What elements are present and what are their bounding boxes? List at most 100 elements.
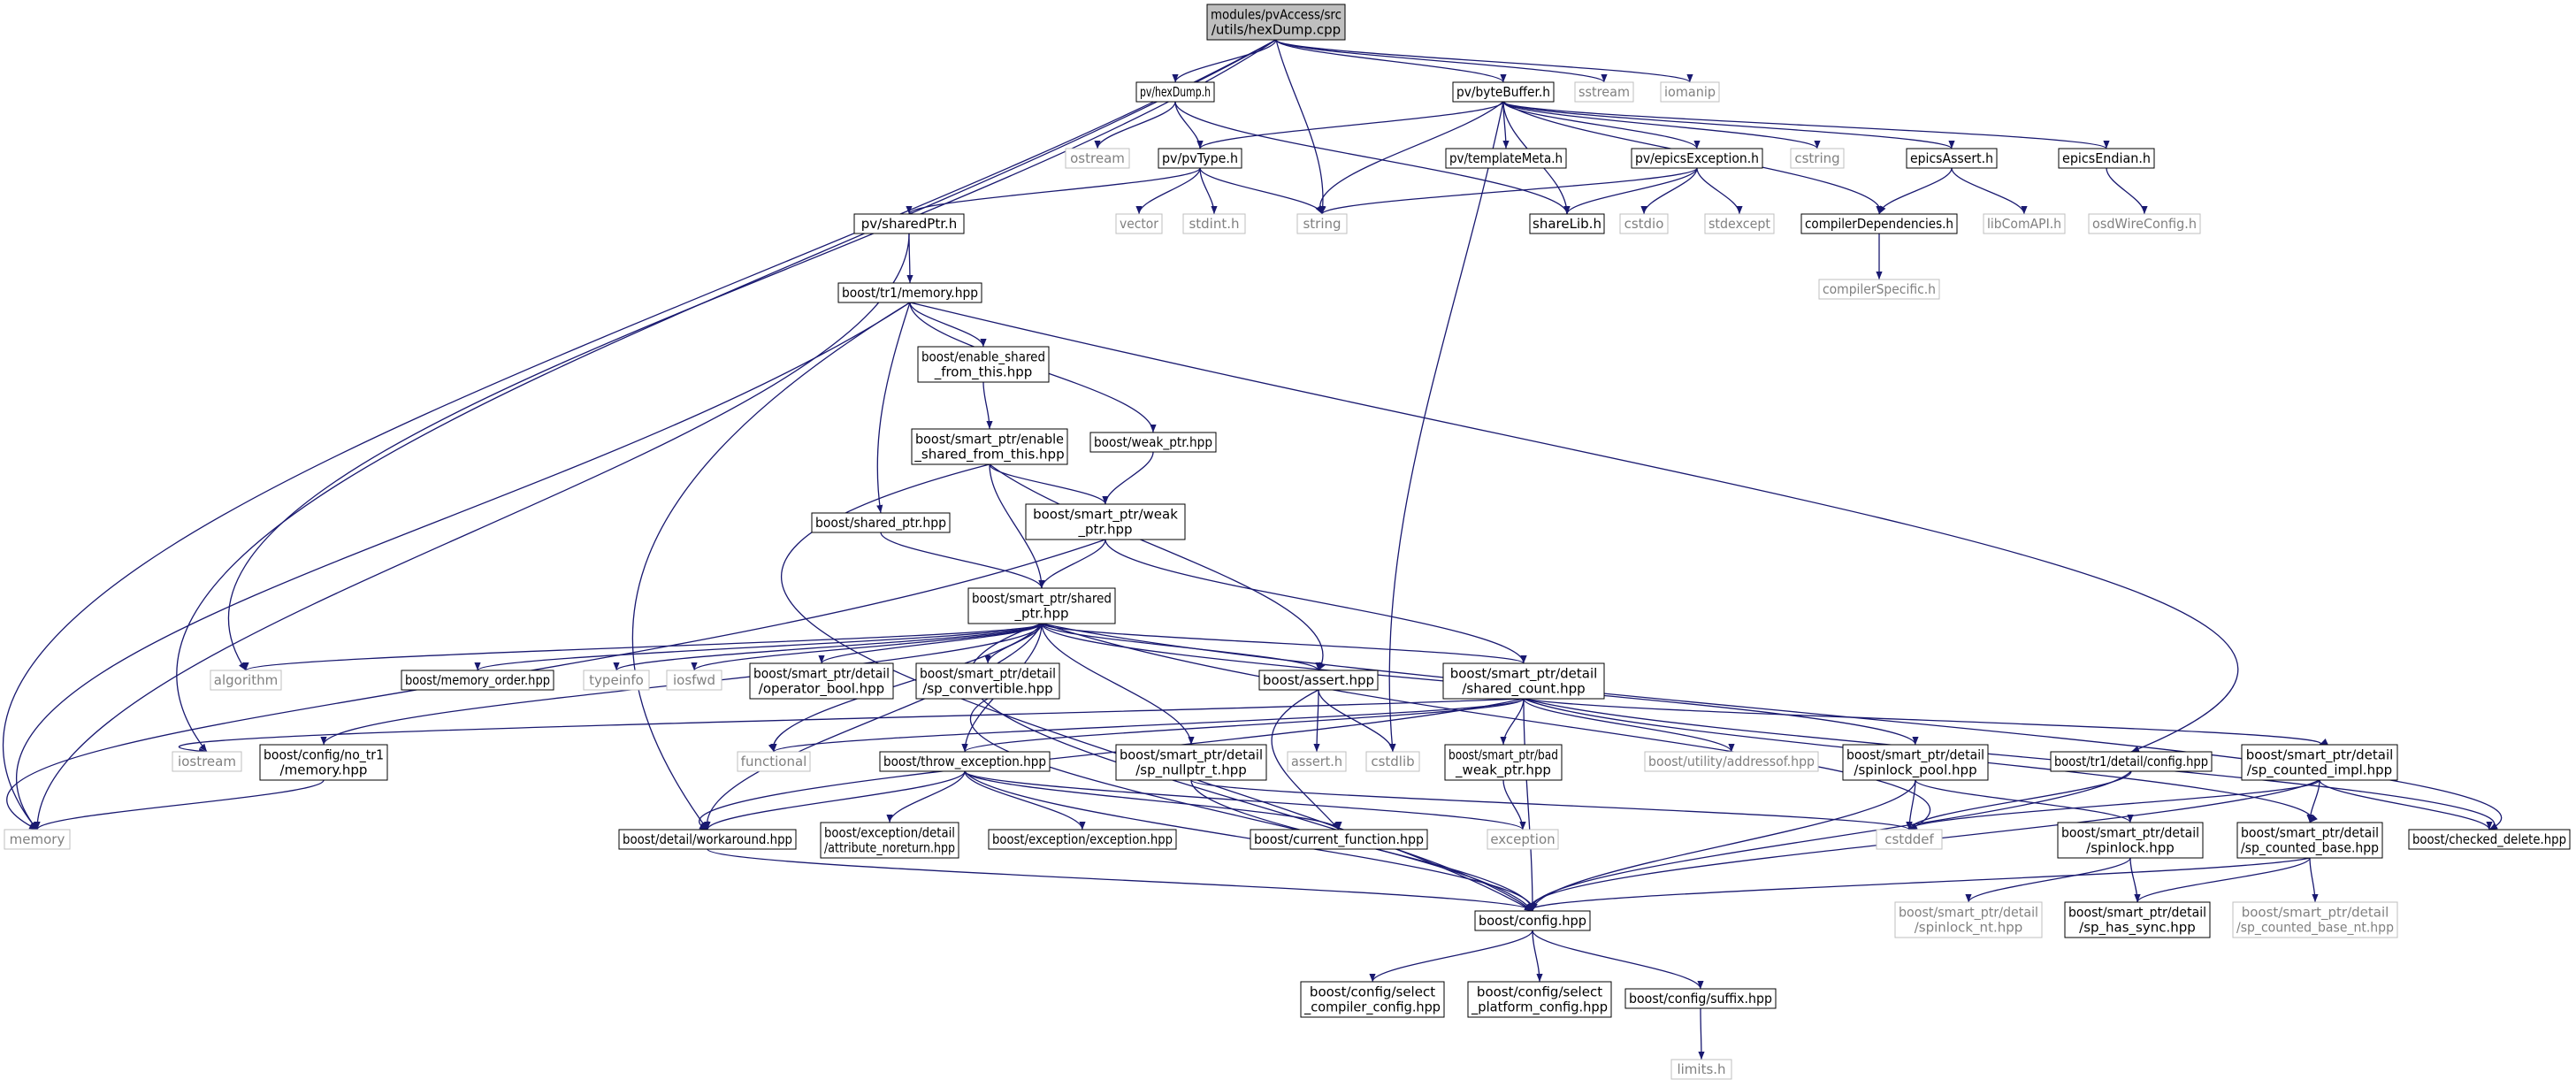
node-box[interactable] xyxy=(879,751,1051,772)
node-n54[interactable]: boost/current_function.hpp xyxy=(1250,829,1428,850)
node-n35[interactable]: boost/smart_ptr/detail/sp_convertible.hp… xyxy=(915,662,1060,700)
node-box[interactable] xyxy=(2050,751,2213,772)
node-box[interactable] xyxy=(1300,981,1445,1018)
node-n31[interactable]: boost/memory_order.hpp xyxy=(401,670,554,691)
node-n41[interactable]: boost/throw_exception.hpp xyxy=(879,751,1051,772)
node-box[interactable] xyxy=(618,829,797,850)
node-box[interactable] xyxy=(915,662,1060,700)
node-label: boost/detail/workaround.hpp xyxy=(623,831,792,847)
node-box[interactable] xyxy=(911,428,1068,465)
edge-n48-n60 xyxy=(1526,770,2132,912)
node-box[interactable] xyxy=(2057,822,2204,859)
node-n0[interactable]: modules/pvAccess/src/utils/hexDump.cpp xyxy=(1206,4,1346,41)
node-box[interactable] xyxy=(1089,432,1217,453)
node-label: _weak_ptr.hpp xyxy=(1455,762,1551,779)
node-n25[interactable]: boost/smart_ptr/enable_shared_from_this.… xyxy=(911,428,1068,465)
node-n58[interactable]: boost/smart_ptr/detail/sp_counted_base.h… xyxy=(2236,822,2383,859)
node-n24[interactable]: boost/enable_shared_from_this.hpp xyxy=(917,346,1050,383)
node-box[interactable] xyxy=(1206,4,1346,41)
node-label: _ptr.hpp xyxy=(1077,522,1132,539)
node-box[interactable] xyxy=(259,744,388,781)
node-box[interactable] xyxy=(1445,148,1567,169)
node-box[interactable] xyxy=(1444,744,1563,781)
node-n29[interactable]: boost/smart_ptr/shared_ptr.hpp xyxy=(967,587,1116,624)
node-n57[interactable]: boost/smart_ptr/detail/spinlock.hpp xyxy=(2057,822,2204,859)
node-box[interactable] xyxy=(1529,213,1605,234)
node-n59[interactable]: boost/checked_delete.hpp xyxy=(2408,829,2571,850)
node-n49[interactable]: boost/smart_ptr/detail/sp_counted_impl.h… xyxy=(2241,744,2398,781)
node-n10[interactable]: epicsAssert.h xyxy=(1906,148,1998,169)
node-box[interactable] xyxy=(2064,901,2211,938)
node-box[interactable] xyxy=(1025,503,1186,540)
node-n11[interactable]: epicsEndian.h xyxy=(2058,148,2155,169)
node-box[interactable] xyxy=(811,512,951,533)
edge-n41-n53 xyxy=(964,770,1086,831)
node-box[interactable] xyxy=(1906,148,1998,169)
node-box[interactable] xyxy=(1452,81,1555,103)
node-box[interactable] xyxy=(1250,829,1428,850)
node-n45[interactable]: boost/smart_ptr/bad_weak_ptr.hpp xyxy=(1444,744,1563,781)
node-box[interactable] xyxy=(967,587,1116,624)
node-n27[interactable]: boost/shared_ptr.hpp xyxy=(811,512,951,533)
node-box[interactable] xyxy=(1158,148,1242,169)
node-n7[interactable]: pv/templateMeta.h xyxy=(1445,148,1567,169)
node-box[interactable] xyxy=(1258,670,1379,691)
node-box[interactable] xyxy=(853,213,965,234)
node-box[interactable] xyxy=(988,829,1177,850)
node-n51[interactable]: boost/detail/workaround.hpp xyxy=(618,829,797,850)
node-box[interactable] xyxy=(1624,988,1777,1009)
node-box[interactable] xyxy=(1800,213,1958,234)
node-box[interactable] xyxy=(1442,662,1605,700)
node-box[interactable] xyxy=(2058,148,2155,169)
node-n8[interactable]: pv/epicsException.h xyxy=(1631,148,1763,169)
node-n12[interactable]: pv/sharedPtr.h xyxy=(853,213,965,234)
node-n65[interactable]: boost/config/select_platform_config.hpp xyxy=(1467,981,1612,1018)
node-box[interactable] xyxy=(401,670,554,691)
node-n53[interactable]: boost/exception/exception.hpp xyxy=(988,829,1177,850)
node-n64[interactable]: boost/config/select_compiler_config.hpp xyxy=(1300,981,1445,1018)
node-box[interactable] xyxy=(1135,81,1215,103)
node-n37[interactable]: boost/smart_ptr/detail/shared_count.hpp xyxy=(1442,662,1605,700)
node-box[interactable] xyxy=(2241,744,2398,781)
node-label: modules/pvAccess/src xyxy=(1211,7,1342,23)
node-n36[interactable]: boost/assert.hpp xyxy=(1258,670,1379,691)
node-box[interactable] xyxy=(917,346,1050,383)
node-n6[interactable]: pv/pvType.h xyxy=(1158,148,1242,169)
node-n1[interactable]: pv/hexDump.h xyxy=(1135,81,1215,103)
node-n62[interactable]: boost/smart_ptr/detail/sp_has_sync.hpp xyxy=(2064,901,2211,938)
node-box[interactable] xyxy=(749,662,894,700)
node-n60[interactable]: boost/config.hpp xyxy=(1474,910,1591,931)
node-label: /spinlock.hpp xyxy=(2086,840,2175,856)
node-label: cstddef xyxy=(1884,831,1934,847)
node-box[interactable] xyxy=(1115,744,1267,781)
node-n34[interactable]: boost/smart_ptr/detail/operator_bool.hpp xyxy=(749,662,894,700)
node-n39[interactable]: boost/config/no_tr1/memory.hpp xyxy=(259,744,388,781)
node-n42[interactable]: boost/smart_ptr/detail/sp_nullptr_t.hpp xyxy=(1115,744,1267,781)
edge-n51-n60 xyxy=(707,848,1536,912)
node-box xyxy=(1619,213,1669,234)
node-n67: limits.h xyxy=(1670,1059,1732,1080)
node-box[interactable] xyxy=(1842,744,1989,781)
node-n48[interactable]: boost/tr1/detail/config.hpp xyxy=(2050,751,2213,772)
node-box[interactable] xyxy=(1467,981,1612,1018)
node-n28[interactable]: boost/smart_ptr/weak_ptr.hpp xyxy=(1025,503,1186,540)
edge-n41-n52 xyxy=(886,770,966,823)
node-box[interactable] xyxy=(2408,829,2571,850)
node-box[interactable] xyxy=(1631,148,1763,169)
node-n66[interactable]: boost/config/suffix.hpp xyxy=(1624,988,1777,1009)
node-n26[interactable]: boost/weak_ptr.hpp xyxy=(1089,432,1217,453)
node-box[interactable] xyxy=(1474,910,1591,931)
node-box[interactable] xyxy=(837,282,982,303)
node-n52[interactable]: boost/exception/detail/attribute_noretur… xyxy=(820,822,959,859)
node-box[interactable] xyxy=(820,822,959,859)
node-box[interactable] xyxy=(2236,822,2383,859)
node-n16[interactable]: shareLib.h xyxy=(1529,213,1605,234)
edge-n49-n59 xyxy=(2319,779,2493,831)
node-n47[interactable]: boost/smart_ptr/detail/spinlock_pool.hpp xyxy=(1842,744,1989,781)
node-box xyxy=(4,829,71,850)
node-n19[interactable]: compilerDependencies.h xyxy=(1800,213,1958,234)
node-label: boost/smart_ptr/detail xyxy=(2241,825,2379,842)
node-n2[interactable]: pv/byteBuffer.h xyxy=(1452,81,1555,103)
edge-n41-n51 xyxy=(704,770,966,831)
node-n23[interactable]: boost/tr1/memory.hpp xyxy=(837,282,982,303)
